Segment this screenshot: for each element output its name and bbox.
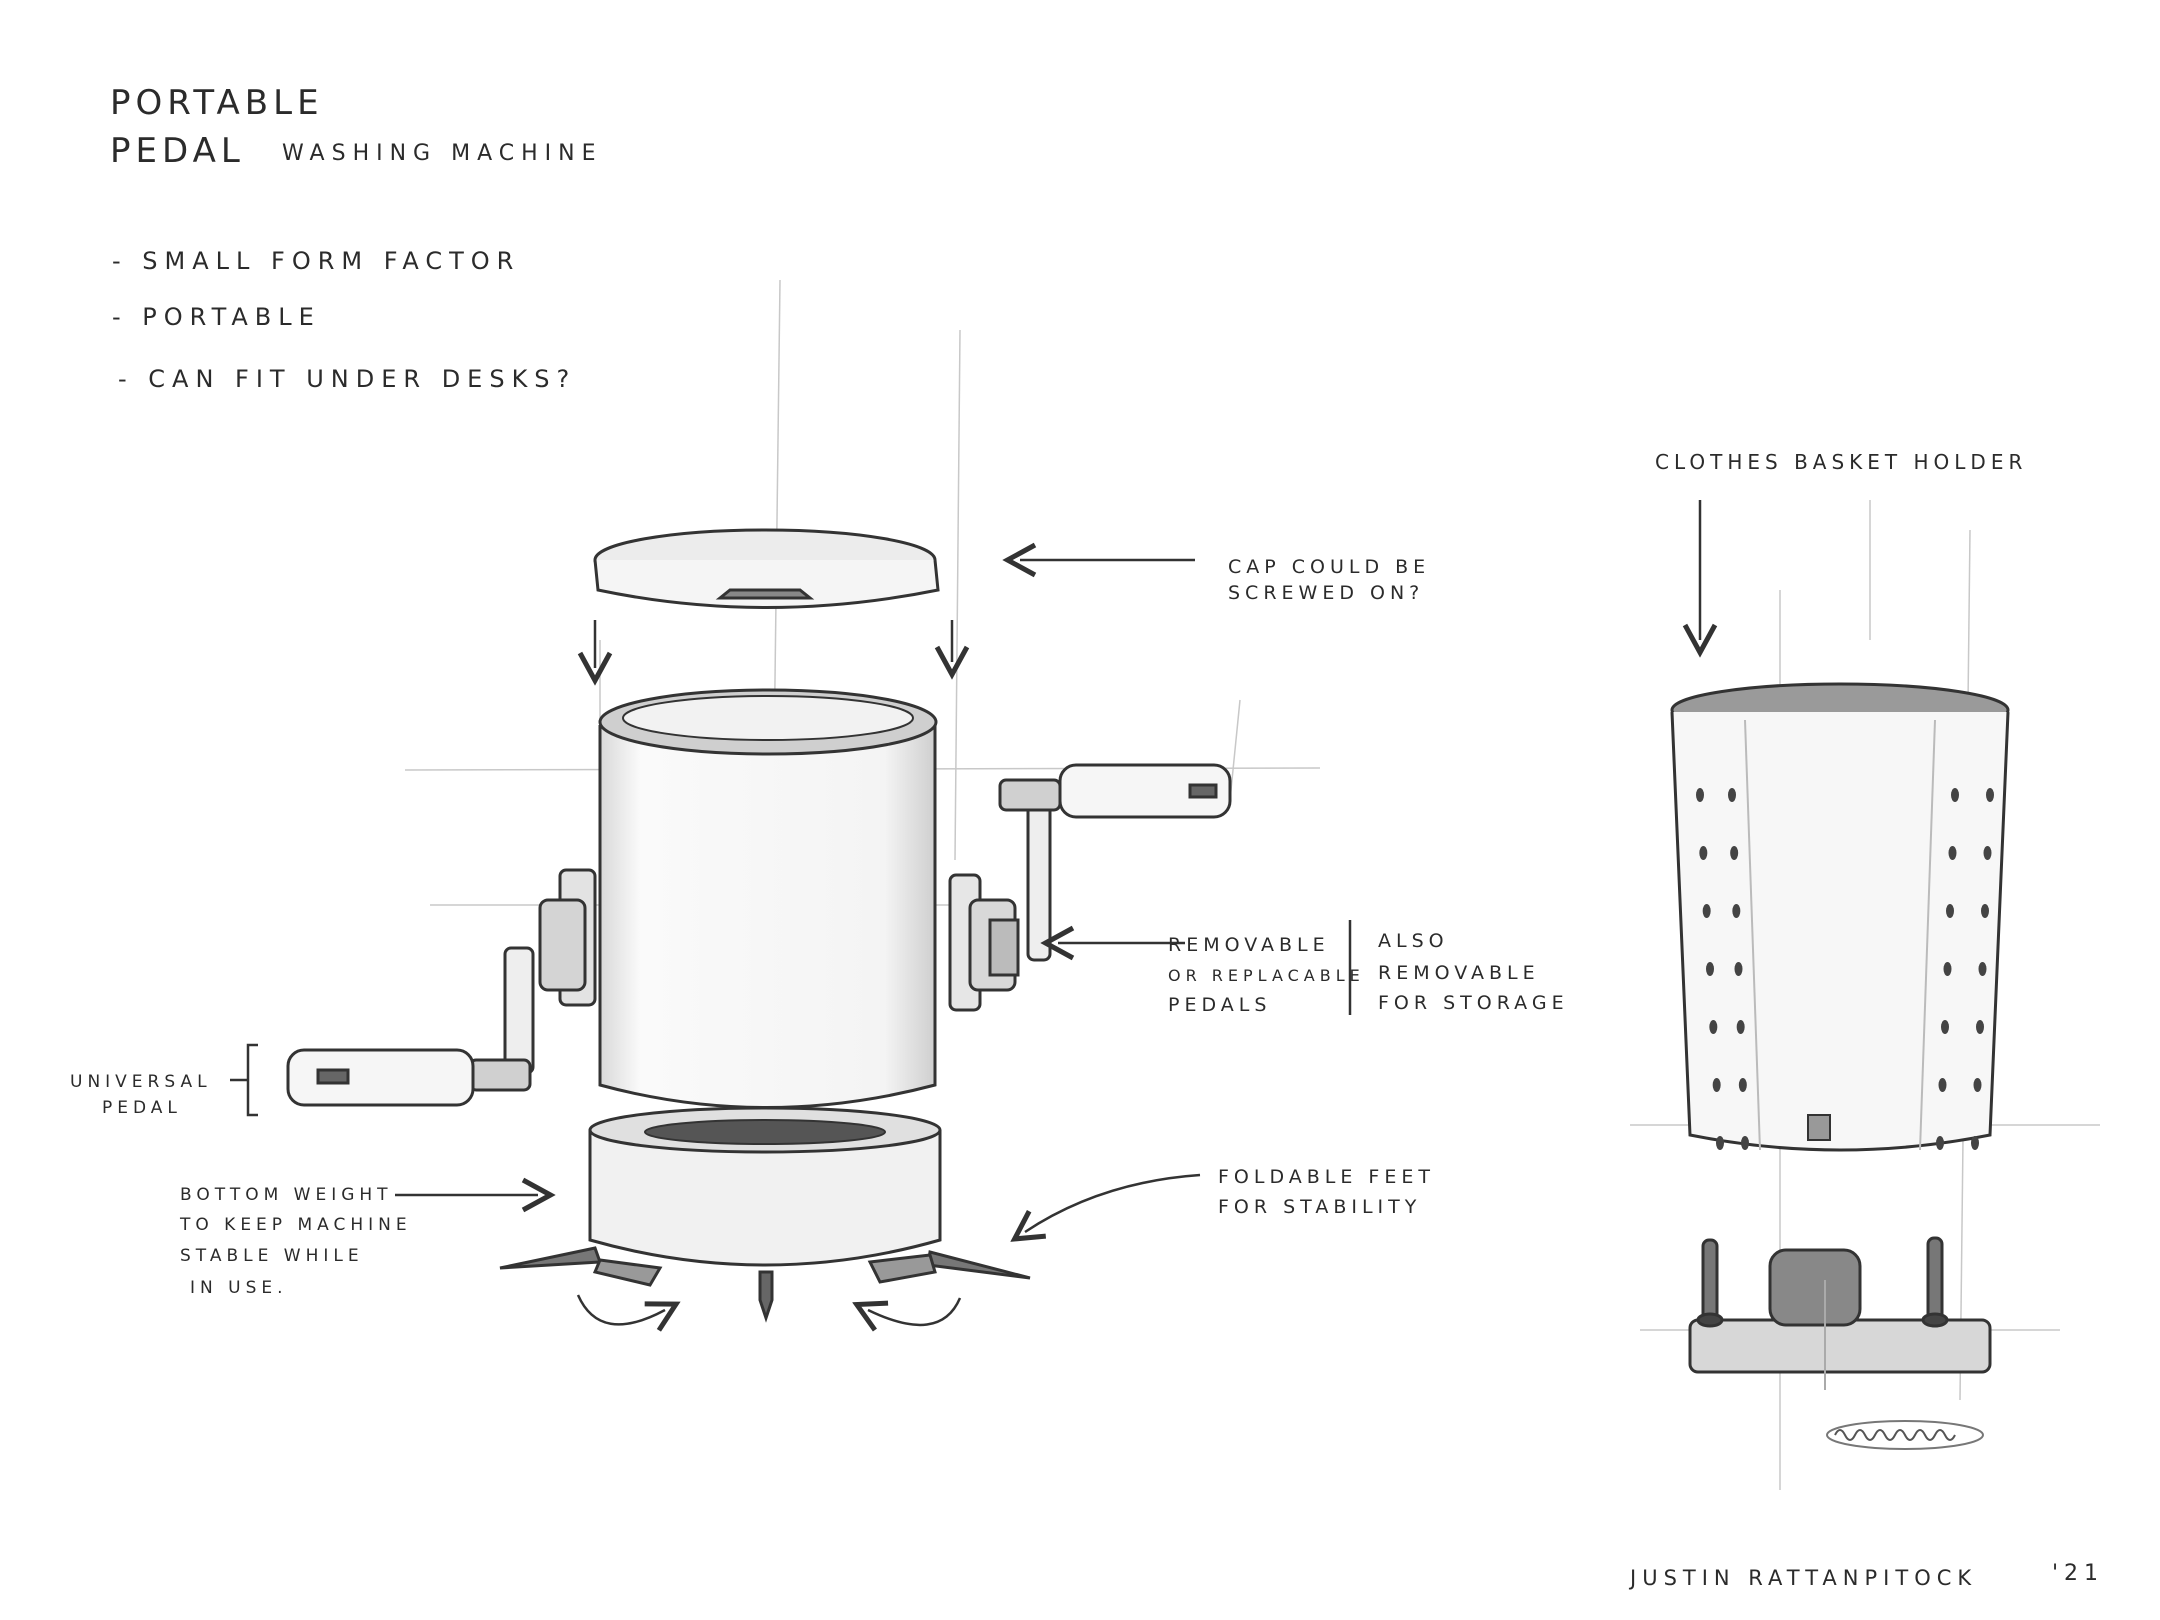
basket-hole <box>1941 1020 1949 1034</box>
basket-hole <box>1944 962 1952 976</box>
feature-1: - Small form factor <box>112 246 520 276</box>
universal-note-2: pedal <box>102 1098 182 1119</box>
universal-note-1: Universal <box>70 1072 212 1093</box>
basket-hole <box>1732 904 1740 918</box>
basket-hole <box>1739 1078 1747 1092</box>
basket-hole <box>1737 1020 1745 1034</box>
basket-hole <box>1979 962 1987 976</box>
signature-name: Justin Rattanpitock <box>1630 1565 1977 1591</box>
basket-hole <box>1981 904 1989 918</box>
basket-hole <box>1706 962 1714 976</box>
cap-note-2: screwed on? <box>1228 582 1424 606</box>
basket-hole <box>1699 846 1707 860</box>
basket-base-holder <box>1690 1238 1990 1449</box>
clothes-basket <box>1672 684 2008 1150</box>
basket-hole <box>1735 962 1743 976</box>
feature-3: - Can fit under desks? <box>118 364 576 394</box>
pedals-note-2: or replacable <box>1168 966 1365 986</box>
basket-hole <box>1696 788 1704 802</box>
title-line1: Portable <box>110 82 324 125</box>
basket-hole <box>1976 1020 1984 1034</box>
feet-note-2: for stability <box>1218 1196 1421 1220</box>
bottom-note-4: in use. <box>190 1278 288 1299</box>
pedals-note-3: pedals <box>1168 994 1271 1018</box>
machine-body <box>600 690 936 1108</box>
lid-cap <box>595 530 938 608</box>
basket-hole <box>1716 1136 1724 1150</box>
basket-hole <box>1709 1020 1717 1034</box>
pedals-note-1: Removable <box>1168 934 1330 958</box>
also-note-2: removable <box>1378 962 1540 986</box>
basket-hole <box>1741 1136 1749 1150</box>
title-line2-big: Pedal <box>110 130 245 173</box>
bottom-note-3: stable while <box>180 1246 364 1267</box>
title-line2-small: washing machine <box>282 140 603 168</box>
bottom-weight-base <box>500 1108 1030 1318</box>
also-note-3: for storage <box>1378 992 1569 1016</box>
basket-hole <box>1949 846 1957 860</box>
basket-hole <box>1939 1078 1947 1092</box>
basket-hole <box>1936 1136 1944 1150</box>
basket-hole <box>1974 1078 1982 1092</box>
basket-hole <box>1946 904 1954 918</box>
basket-hole <box>1728 788 1736 802</box>
cap-note-1: Cap could be <box>1228 556 1430 580</box>
feet-note-1: Foldable feet <box>1218 1166 1435 1190</box>
also-note-1: Also <box>1378 930 1449 954</box>
annotation-arrows <box>230 500 1700 1232</box>
signature-year: '21 <box>2052 1560 2104 1588</box>
basket-hole <box>1984 846 1992 860</box>
bottom-note-1: Bottom weight <box>180 1185 393 1206</box>
basket-note: Clothes basket holder <box>1655 450 2027 475</box>
basket-hole <box>1971 1136 1979 1150</box>
bottom-note-2: to keep machine <box>180 1215 412 1236</box>
basket-hole <box>1713 1078 1721 1092</box>
feature-2: - Portable <box>112 302 321 332</box>
basket-hole <box>1730 846 1738 860</box>
basket-hole <box>1986 788 1994 802</box>
basket-hole <box>1951 788 1959 802</box>
basket-hole <box>1703 904 1711 918</box>
